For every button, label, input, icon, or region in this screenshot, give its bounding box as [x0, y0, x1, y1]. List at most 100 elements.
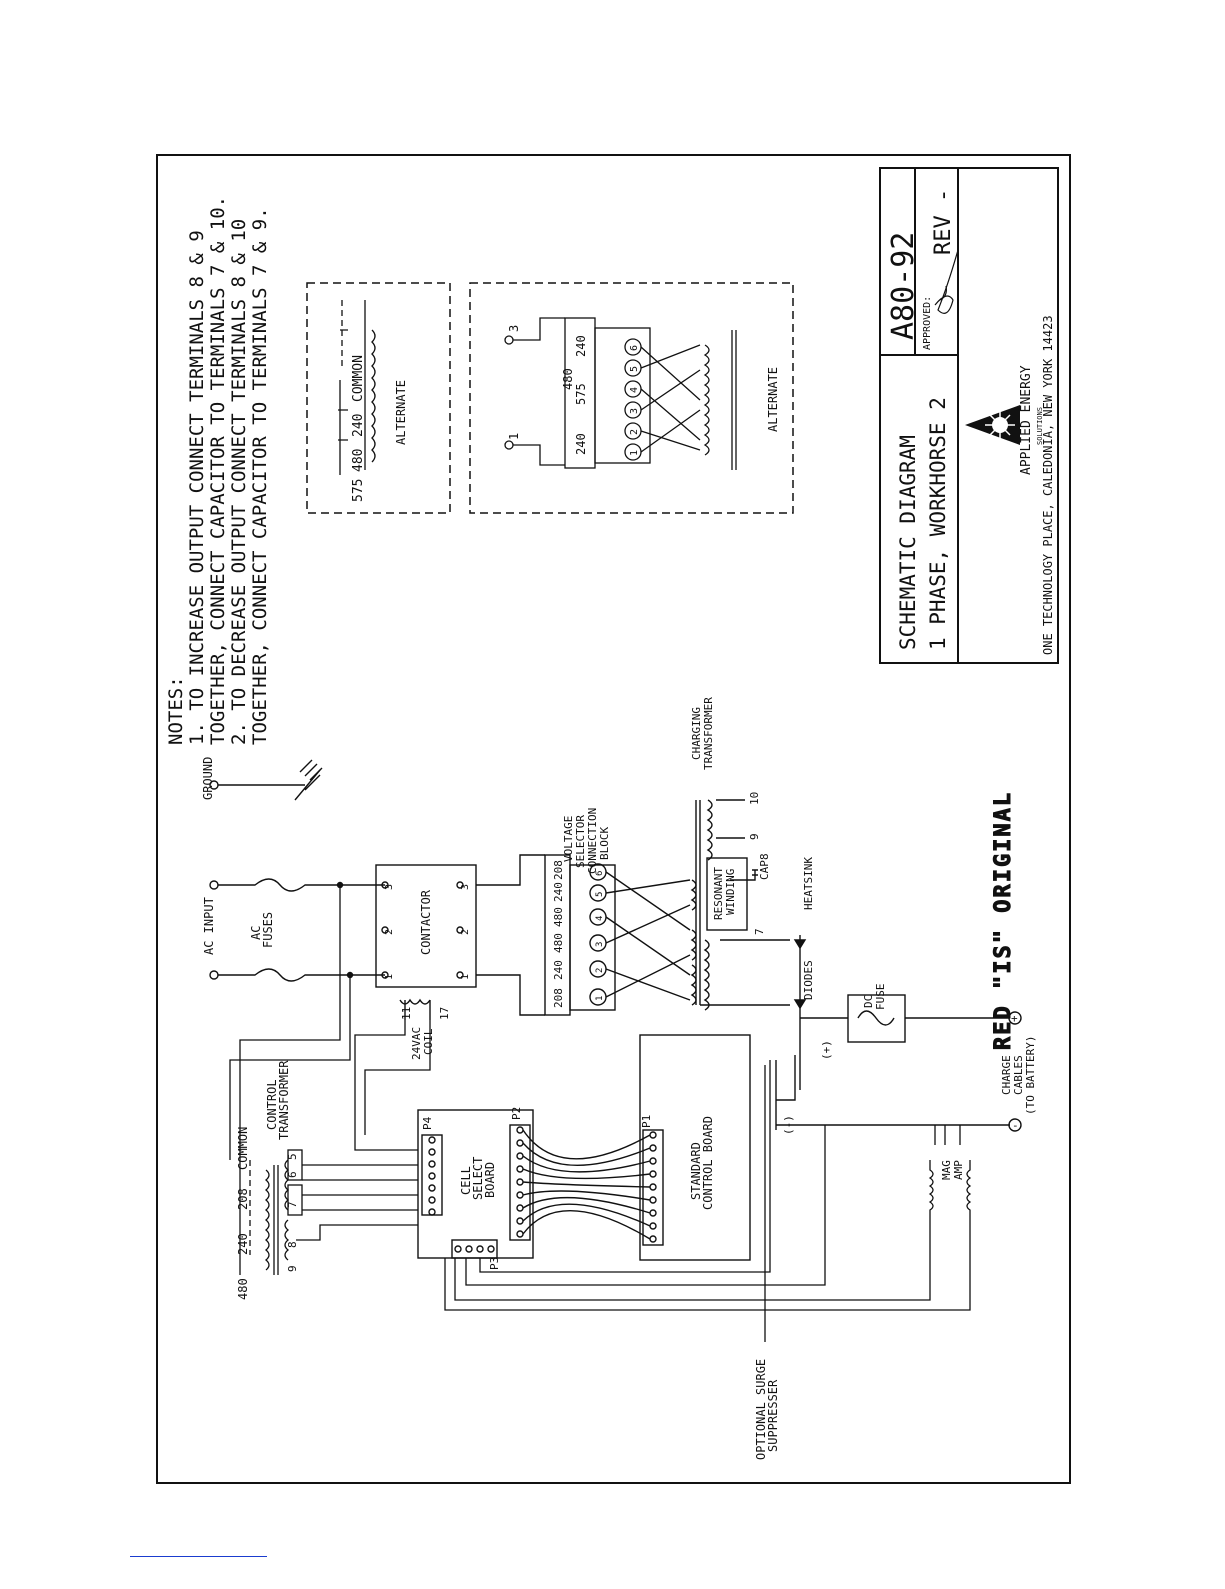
company-logo-icon — [965, 405, 1020, 445]
contactor-pin-1a: 1 — [384, 974, 395, 980]
contactor-pin-3a: 3 — [384, 884, 395, 890]
resonant-label-1: RESONANT — [712, 867, 725, 920]
standard-control-board — [522, 1034, 751, 1261]
mag-amp-label-1: MAG — [940, 1160, 953, 1180]
revision-label: REV - — [931, 189, 956, 255]
vs-label-2: SELECTOR — [574, 815, 587, 868]
contactor-pin-2a: 2 — [384, 929, 395, 935]
vs-tap-6: 208 — [552, 860, 565, 880]
vs-tap-4: 480 — [552, 907, 565, 927]
ac-input-label: AC INPUT — [202, 897, 216, 955]
connector-p2: P2 — [510, 1107, 523, 1120]
alt2-terminal-l3: 3 — [507, 325, 521, 332]
charging-xfmr-label-2: TRANSFORMER — [702, 697, 715, 770]
alt2-tap-575: 575 — [574, 383, 588, 405]
vs-contact-5: 5 — [595, 892, 605, 897]
ct-label-2: TRANSFORMER — [277, 1060, 291, 1140]
vs-tap-5: 240 — [552, 882, 565, 902]
alt1-tap-240: 240 — [351, 414, 366, 437]
drawing-border — [156, 154, 1071, 1484]
alt2-contact-3: 3 — [629, 408, 640, 414]
notes-block: NOTES: 1. TO INCREASE OUTPUT CONNECT TER… — [165, 196, 271, 745]
alt2-contact-1: 1 — [629, 450, 640, 456]
connector-p3: P3 — [488, 1257, 501, 1270]
footer-link-underline — [130, 1556, 267, 1557]
connector-p1: P1 — [640, 1115, 653, 1128]
terminal-10: 10 — [748, 792, 761, 805]
charging-xfmr-label-1: CHARGING — [690, 707, 703, 760]
scb-label-2: CONTROL BOARD — [701, 1116, 715, 1210]
vs-contact-3: 3 — [595, 942, 605, 947]
alt2-contact-4: 4 — [629, 387, 640, 393]
ct-pin-8: 8 — [286, 1241, 299, 1248]
ct-label-1: CONTROL — [265, 1079, 279, 1130]
alternate-2-block — [504, 317, 737, 470]
contactor-label: CONTACTOR — [419, 889, 433, 955]
drawing-number: A80-92 — [886, 232, 921, 340]
heatsink-label: HEATSINK — [802, 857, 815, 910]
original-stamp: RED "IS" ORIGINAL — [991, 791, 1016, 1050]
ac-fuses-label-1: AC — [249, 926, 263, 940]
note-line-1: 1. TO INCREASE OUTPUT CONNECT TERMINALS … — [186, 230, 208, 745]
alternate-label-1: ALTERNATE — [394, 380, 408, 445]
notes-heading: NOTES: — [165, 676, 187, 745]
diodes-label: DIODES — [802, 960, 815, 1000]
connector-p4: P4 — [421, 1116, 434, 1130]
vs-tap-1: 208 — [552, 988, 565, 1008]
dc-fuse: + - — [776, 994, 1022, 1132]
resonant-label-2: WINDING — [724, 869, 737, 915]
approval-signature — [934, 249, 959, 314]
terminal-9: 9 — [748, 833, 761, 840]
note-line-4: TOGETHER, CONNECT CAPACITOR TO TERMINALS… — [249, 207, 271, 745]
alt2-tap-480: 480 — [561, 368, 575, 390]
csb-label-1: CELL — [459, 1166, 473, 1195]
coil-label-1: 24VAC — [410, 1027, 423, 1060]
contactor-pin-2b: 2 — [460, 929, 471, 935]
coil-pin-11: 11 — [400, 1007, 413, 1020]
ground-label: GROUND — [201, 757, 215, 800]
contactor — [336, 864, 477, 1020]
note-line-2: TOGETHER, CONNECT CAPACITOR TO TERMINALS… — [207, 196, 229, 745]
ct-tap-240: 240 — [236, 1233, 250, 1255]
alt2-contact-2: 2 — [629, 429, 640, 435]
ac-input-section — [209, 759, 385, 982]
surge-label-1: OPTIONAL SURGE — [754, 1359, 768, 1460]
terminal-8: 8 — [758, 853, 771, 860]
contactor-pin-1b: 1 — [460, 974, 471, 980]
title-line-1: SCHEMATIC DIAGRAM — [896, 435, 920, 650]
title-line-2: 1 PHASE, WORKHORSE 2 — [926, 397, 950, 650]
alt1-tap-575: 575 — [351, 479, 366, 502]
voltage-selector-block — [476, 854, 697, 1016]
company-name: APPLIED ENERGY — [1019, 365, 1034, 475]
dc-fuse-label-2: FUSE — [874, 984, 887, 1011]
company-sub: SOLUTIONS — [1036, 407, 1044, 445]
vs-contact-2: 2 — [595, 968, 605, 973]
charge-cables-label-1: CHARGE — [1000, 1055, 1013, 1095]
vs-contact-4: 4 — [595, 916, 605, 921]
ct-tap-208: 208 — [236, 1188, 250, 1210]
terminal-7: 7 — [753, 928, 766, 935]
csb-label-2: SELECT — [471, 1157, 485, 1200]
alternate-box-1 — [306, 282, 451, 514]
alt2-tap-240a: 240 — [574, 433, 588, 455]
note-line-3: 2. TO DECREASE OUTPUT CONNECT TERMINALS … — [228, 219, 250, 745]
company-address: ONE TECHNOLOGY PLACE, CALEDONIA, NEW YOR… — [1041, 315, 1055, 655]
heatsink-diodes — [700, 935, 807, 1130]
alternate-1-winding — [338, 300, 376, 475]
alternate-label-2: ALTERNATE — [766, 367, 780, 432]
ct-pin-7: 7 — [286, 1201, 299, 1208]
vs-tap-3: 480 — [552, 933, 565, 953]
vs-label-3: CONNECTION — [586, 808, 599, 874]
ct-tap-480: 480 — [236, 1278, 250, 1300]
charge-cables-label-3: (TO BATTERY) — [1024, 1036, 1037, 1115]
coil-pin-17: 17 — [438, 1007, 451, 1020]
ct-pin-9: 9 — [286, 1265, 299, 1272]
dc-fuse-label-1: DC — [862, 995, 875, 1008]
polarity-plus: (+) — [820, 1040, 833, 1060]
ct-pin-5: 5 — [286, 1153, 299, 1160]
ct-common-label: COMMON — [236, 1127, 250, 1170]
coil-label-2: COIL — [422, 1028, 435, 1055]
alt1-tap-480: 480 — [351, 449, 366, 472]
